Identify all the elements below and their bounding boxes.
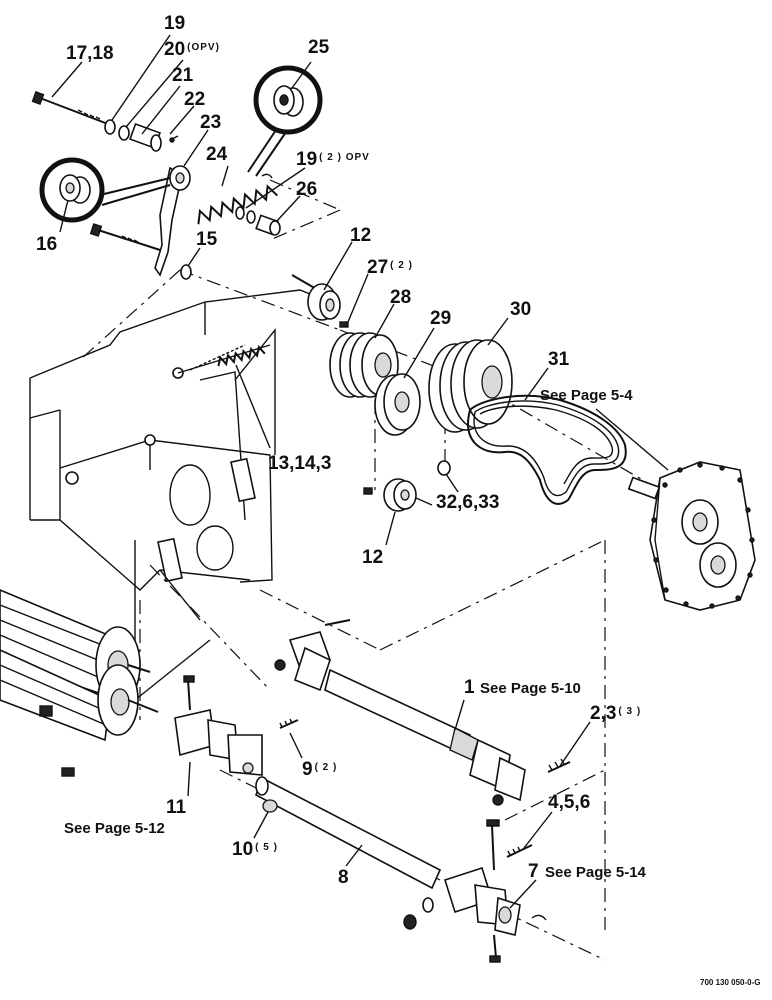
pulley-hub-12-top [291,274,349,328]
callout-12-top: 12 [350,225,372,246]
callout-20-qualifier: (OPV) [187,42,220,53]
callout-31: 31 [548,349,570,370]
callout-9: 9( 2 ) [302,760,337,779]
callout-15: 15 [196,229,218,250]
callout-1-reference: See Page 5-10 [480,680,581,697]
callout-19: 19 [164,13,186,34]
callout-10-qualifier: ( 5 ) [255,842,278,853]
callout-9-number: 9 [302,759,313,780]
callout-2-3: 2,3( 3 ) [590,704,641,723]
callout-2-3-qualifier: ( 3 ) [618,706,642,717]
yoke-7 [403,819,547,963]
callout-13-14-3: 13,14,3 [268,453,332,474]
callout-12-lower: 12 [362,547,384,568]
callout-21: 21 [172,65,194,86]
callout-27-qualifier: ( 2 ) [390,260,413,271]
callout-28: 28 [390,287,412,308]
callout-16: 16 [36,234,58,255]
callout-10-number: 10 [232,839,254,860]
shaft-8 [255,776,442,890]
callout-9-qualifier: ( 2 ) [314,762,338,773]
callout-4-5-6: 4,5,6 [548,792,591,813]
pulley-28 [329,332,399,398]
callout-7-reference: See Page 5-14 [545,864,646,881]
callout-7: 7 [528,861,539,882]
detail-circle-25 [247,65,323,177]
callout-10: 10( 5 ) [232,840,278,859]
top-linkage [31,91,281,280]
spring-13 [217,344,266,367]
callout-22: 22 [184,89,206,110]
callout-27: 27( 2 ) [367,258,413,277]
callout-20-number: 20 [164,39,186,60]
gearbox [627,461,756,611]
callout-29: 29 [430,308,452,329]
callout-30: 30 [510,299,532,320]
callout-11: 11 [166,797,187,818]
callout-8: 8 [338,867,349,888]
callout-17-18: 17,18 [66,43,114,64]
callout-19-opv-qualifier: ( 2 ) OPV [319,152,370,163]
belt-31 [467,394,627,505]
detail-circle-16 [39,157,171,223]
callout-11-reference: See Page 5-12 [64,820,165,837]
callout-31-reference: See Page 5-4 [540,387,633,404]
callout-23: 23 [200,112,222,133]
frame-housing [29,289,341,701]
driveline-1 [274,619,571,806]
idler-pulley-29 [374,373,451,476]
callout-25: 25 [308,37,330,58]
leader-lines [51,34,669,909]
callout-1: 1 [464,677,475,698]
roller-assembly [0,589,159,777]
pulley-30 [428,339,513,433]
callout-27-number: 27 [367,257,389,278]
callout-19-opv: 19( 2 ) OPV [296,150,370,169]
callout-20: 20(OPV) [164,40,220,59]
callout-26: 26 [296,179,318,200]
pulley-hub-12-lower [363,478,433,512]
callout-19-opv-number: 19 [296,149,318,170]
callout-32-6-33: 32,6,33 [436,492,500,513]
callout-24: 24 [206,144,228,165]
yoke-11 [174,675,299,776]
document-number: 700 130 050-0-G [700,978,761,987]
callout-2-3-number: 2,3 [590,703,617,724]
